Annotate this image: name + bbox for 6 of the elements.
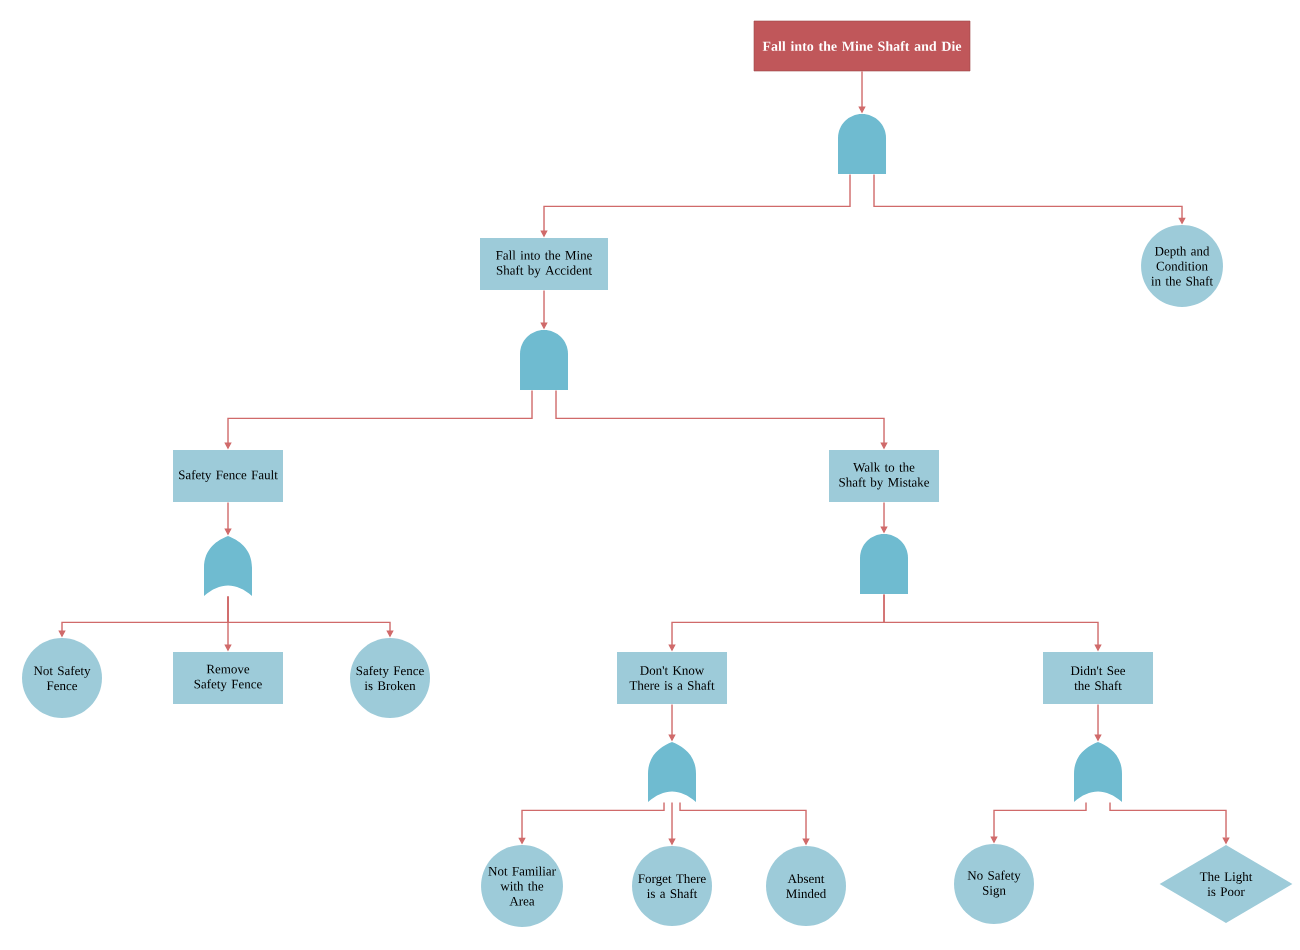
- or-gate: [1074, 742, 1122, 802]
- or-gate: [204, 536, 252, 596]
- and-gate: [860, 534, 908, 594]
- or-gate: [648, 742, 696, 802]
- and-gate: [520, 330, 568, 390]
- and-gate: [838, 114, 886, 174]
